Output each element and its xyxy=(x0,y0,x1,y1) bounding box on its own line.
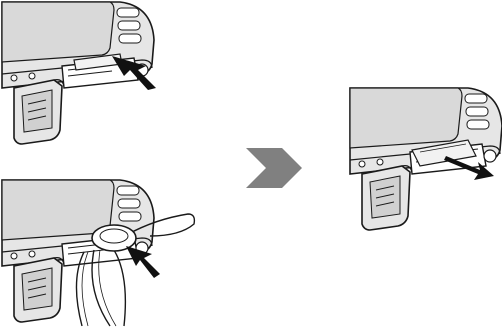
transition-arrow-icon xyxy=(246,148,302,188)
panel-press-card-by-finger xyxy=(2,2,156,144)
camera-body-illustration xyxy=(2,2,154,144)
panel-card-ejected xyxy=(350,88,502,230)
panel-press-card-by-strap-clip xyxy=(2,180,194,326)
